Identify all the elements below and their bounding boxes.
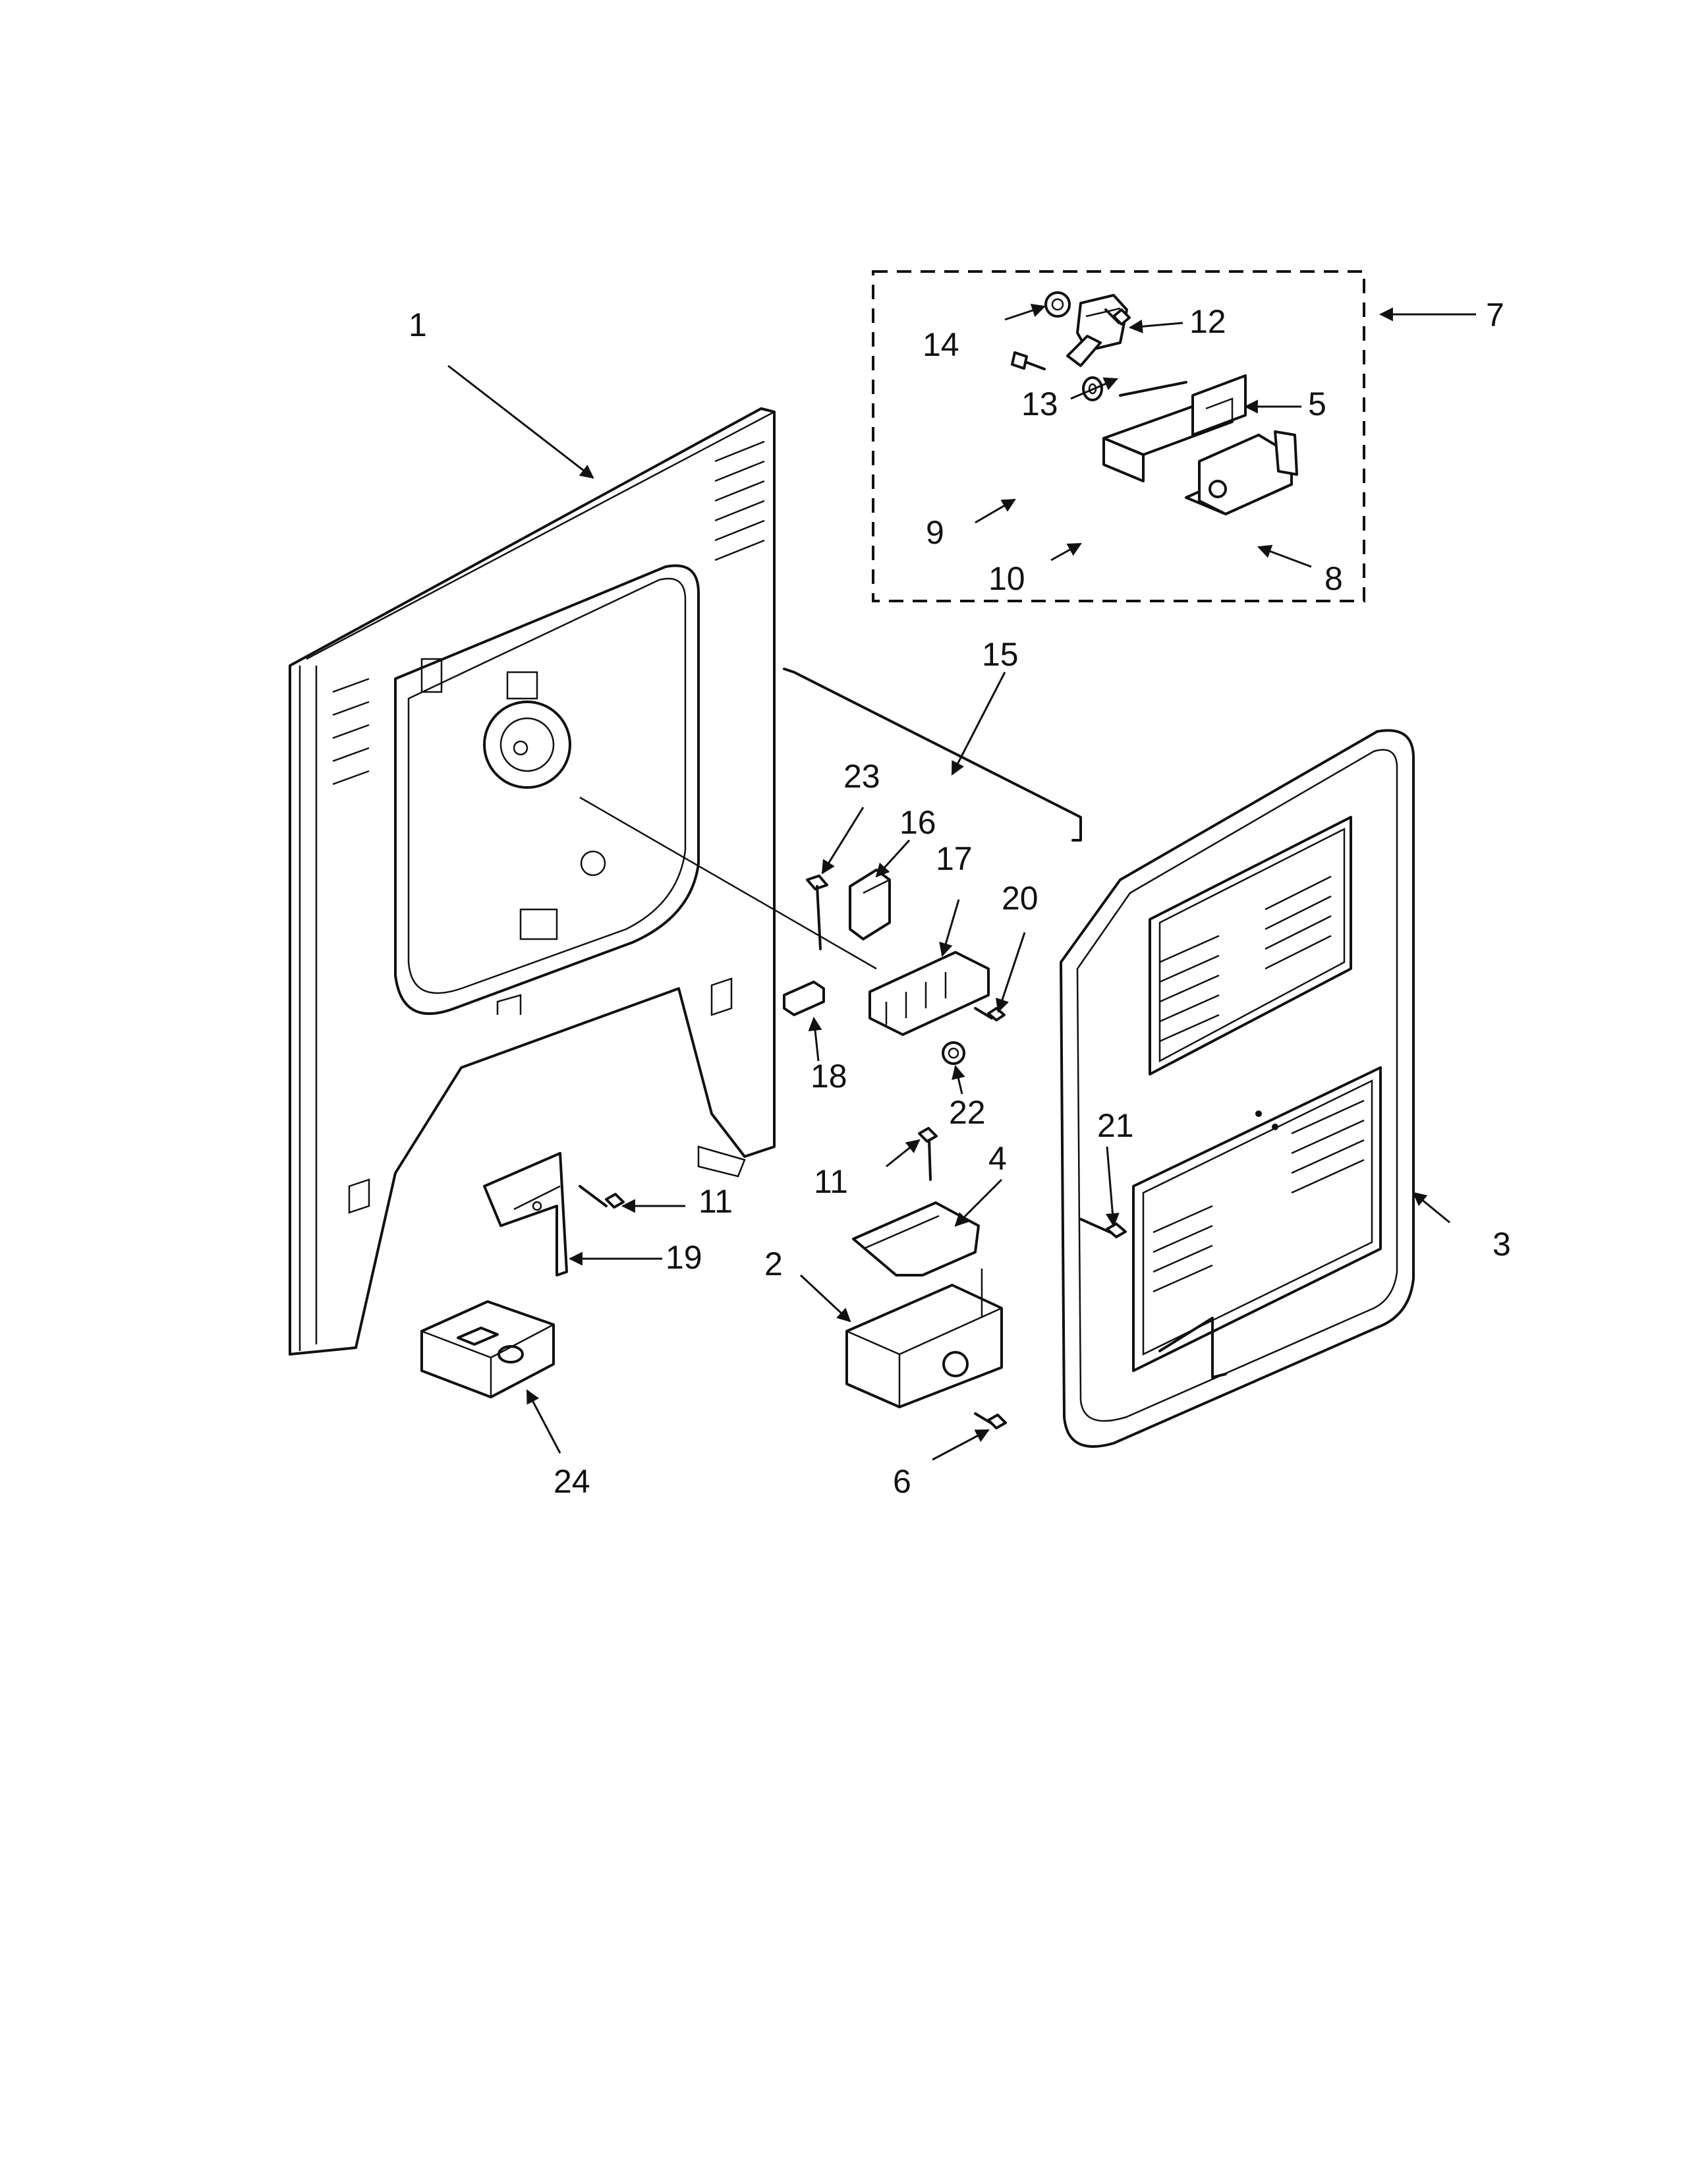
- callout-17: 17: [936, 840, 973, 877]
- part-11-screw-left: [579, 1185, 625, 1209]
- part-14-nut: [1044, 291, 1071, 318]
- part-13-screw: [1104, 308, 1131, 326]
- part-11-screw-center: [918, 1127, 938, 1181]
- callout-9: 9: [926, 514, 944, 551]
- callout-18: 18: [811, 1058, 847, 1095]
- callout-12: 12: [1189, 303, 1226, 340]
- part-8-solenoid: [1119, 381, 1298, 515]
- callout-16: 16: [899, 804, 936, 841]
- kit-7-dashed-box: [872, 270, 1365, 602]
- callout-labels: 1 14 12 13 5 7 9 10 8 15 23 16 17 20 18 …: [409, 297, 1511, 1500]
- part-4-cover-plate: [852, 1201, 980, 1276]
- callout-4: 4: [988, 1140, 1007, 1177]
- part-18-clip: [783, 981, 825, 1016]
- callout-7: 7: [1486, 297, 1504, 333]
- part-24-cover: [420, 1300, 555, 1398]
- part-5-bracket: [1102, 374, 1247, 482]
- callout-22: 22: [949, 1094, 986, 1131]
- part-23-screw: [806, 875, 828, 950]
- part-3-access-panel: [1060, 729, 1415, 1448]
- callout-13: 13: [1021, 386, 1058, 422]
- part-12-block: [1066, 294, 1128, 367]
- part-15-rod: [783, 668, 1082, 842]
- callout-5: 5: [1308, 386, 1326, 422]
- callout-19: 19: [666, 1239, 702, 1276]
- callout-14: 14: [923, 326, 959, 363]
- part-20-screw: [974, 1007, 1006, 1021]
- callout-24: 24: [554, 1463, 590, 1500]
- part-1-rear-panel: [289, 407, 877, 1356]
- leader-lines: [447, 304, 1476, 1461]
- part-2-housing: [845, 1269, 1003, 1408]
- callout-10: 10: [988, 560, 1025, 597]
- part-16-terminal: [849, 869, 891, 940]
- part-17-terminal-block: [868, 951, 990, 1036]
- callout-2: 2: [764, 1246, 783, 1282]
- part-19-bracket: [483, 1152, 568, 1276]
- callout-3: 3: [1493, 1226, 1511, 1263]
- callout-8: 8: [1324, 560, 1343, 597]
- part-22-nut: [942, 1041, 965, 1065]
- callout-23: 23: [843, 758, 880, 795]
- callout-20: 20: [1002, 880, 1039, 917]
- part-6-screw: [974, 1412, 1007, 1429]
- callout-15: 15: [982, 636, 1019, 673]
- callout-6: 6: [893, 1463, 911, 1500]
- callout-1: 1: [409, 306, 427, 343]
- part-9-screw: [1011, 351, 1046, 370]
- callout-21: 21: [1097, 1107, 1134, 1144]
- callout-11-left: 11: [698, 1183, 733, 1220]
- callout-11-center: 11: [814, 1163, 848, 1200]
